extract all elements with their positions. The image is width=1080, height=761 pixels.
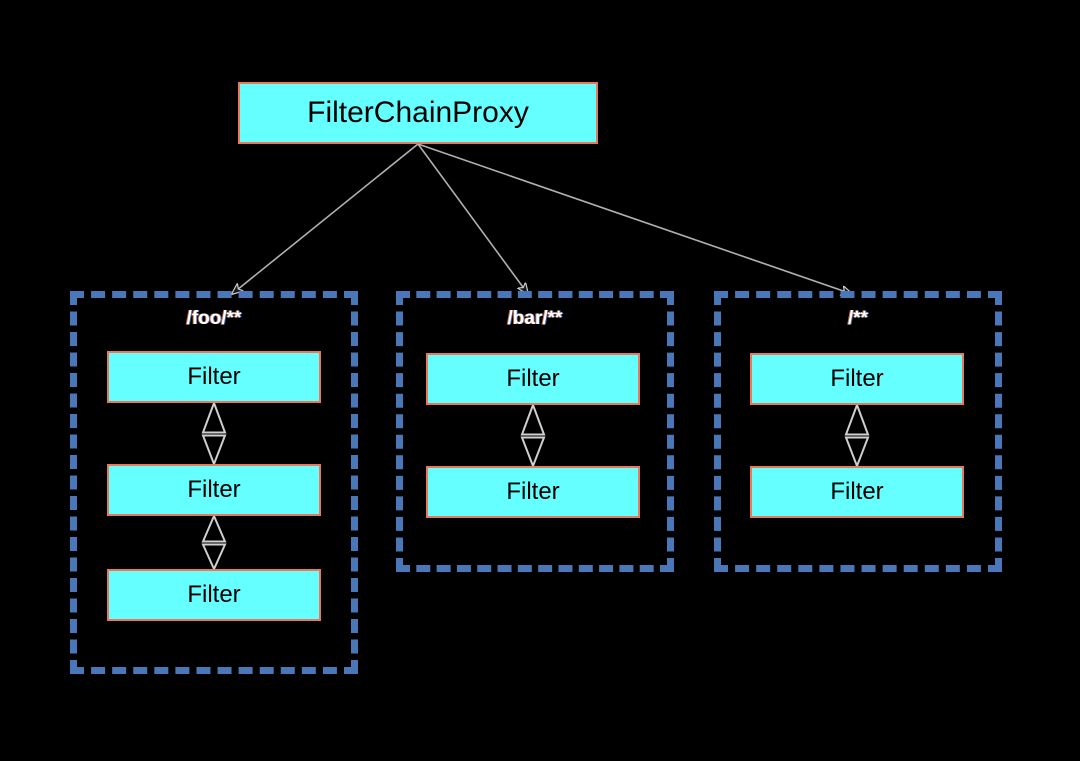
filter-node[interactable]: Filter (750, 353, 964, 405)
group-foo (70, 291, 358, 674)
group-all (714, 291, 1002, 572)
filter-node[interactable]: Filter (426, 353, 640, 405)
group-bar (396, 291, 674, 572)
filter-node[interactable]: Filter (107, 351, 321, 403)
filter-node[interactable]: Filter (107, 464, 321, 516)
edge-root-to-bar (417, 143, 528, 294)
group-all-label: /** (847, 308, 869, 329)
edge-root-to-all (417, 143, 852, 294)
edge-root-to-foo (232, 143, 419, 294)
group-foo-label: /foo/** (186, 308, 242, 329)
filter-chain-proxy-node[interactable]: FilterChainProxy (238, 82, 598, 144)
filter-node[interactable]: Filter (750, 466, 964, 518)
filter-node[interactable]: Filter (426, 466, 640, 518)
filter-node[interactable]: Filter (107, 569, 321, 621)
group-bar-label: /bar/** (507, 308, 563, 329)
